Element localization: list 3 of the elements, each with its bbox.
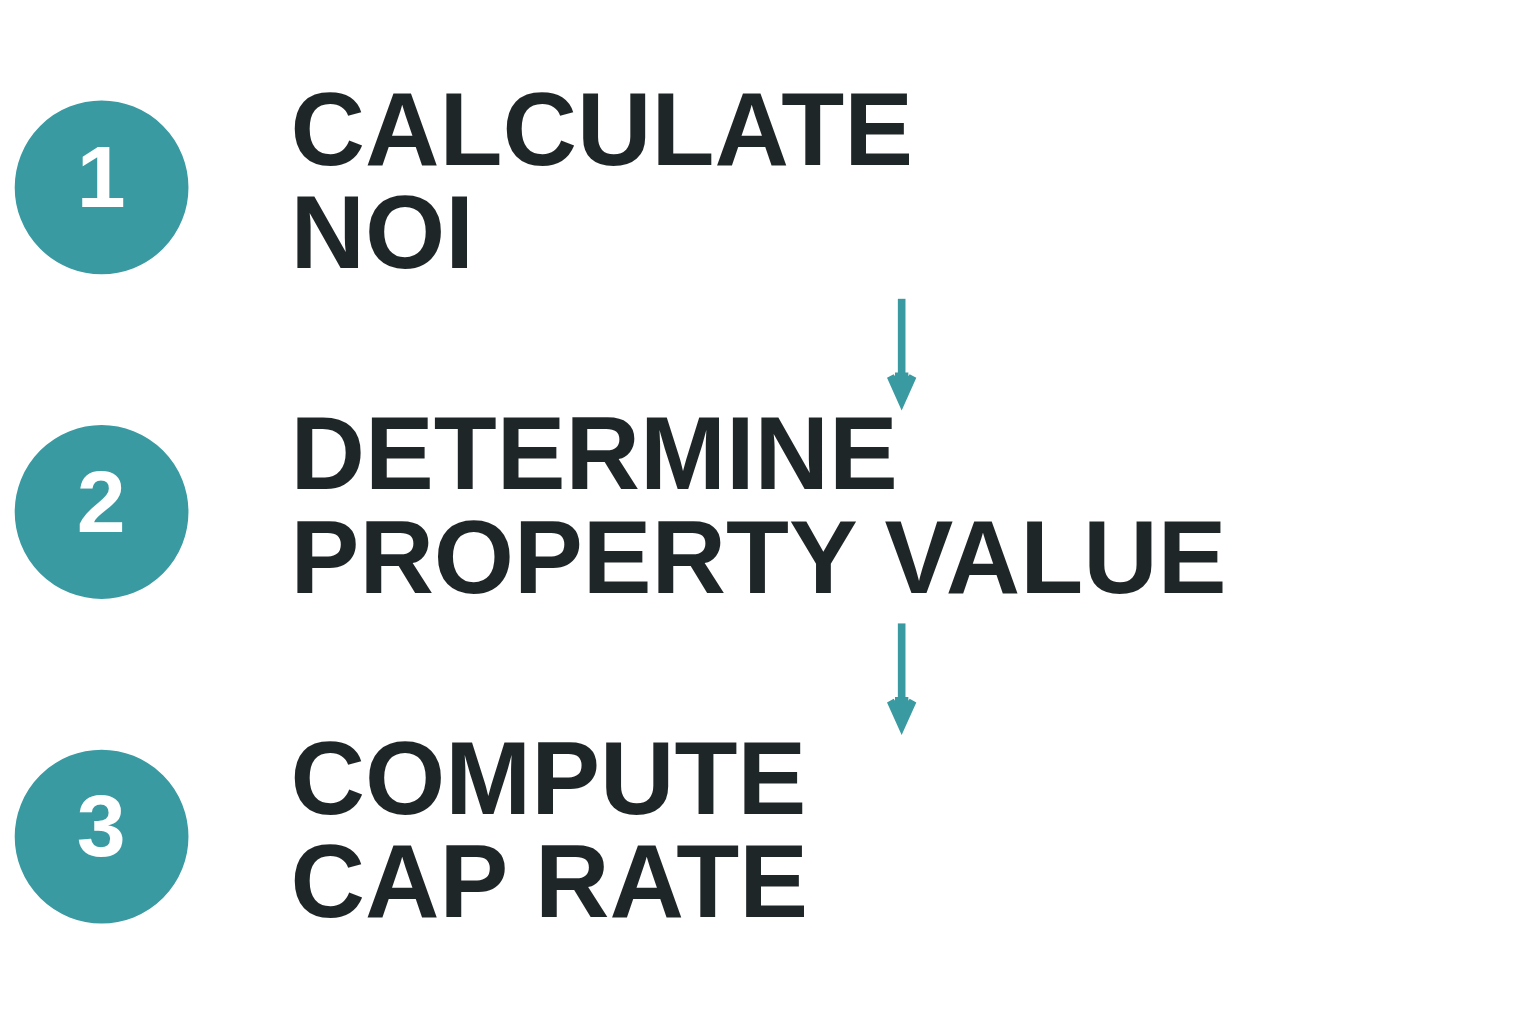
- node-text: CALCULATE NOI: [290, 71, 914, 290]
- node-text: COMPUTE CAP RATE: [290, 721, 809, 940]
- node-text: DETERMINE PROPERTY VALUE: [290, 396, 1227, 615]
